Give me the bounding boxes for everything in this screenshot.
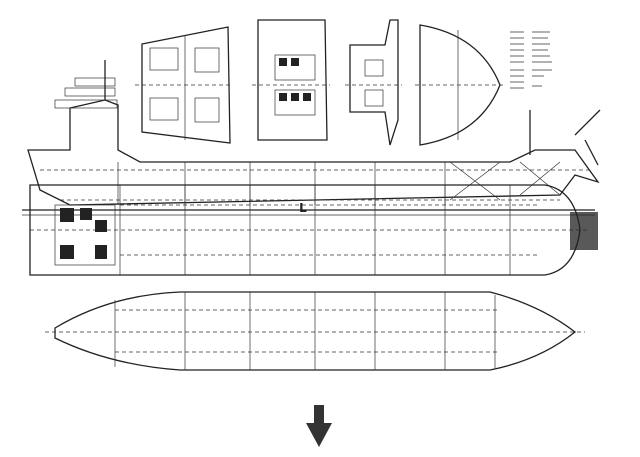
particulars-table: [510, 31, 552, 155]
length-mark: L: [299, 201, 307, 215]
arrow-down-icon: [306, 405, 332, 447]
bow-hatching: [570, 212, 598, 250]
deck-plan-boat: [252, 19, 330, 141]
double-bottom-plan: [45, 291, 585, 371]
main-deck-plan: [29, 184, 598, 276]
deck-plan-bridge: [345, 19, 402, 146]
frame-scale: L: [22, 201, 595, 216]
deck-plan-poop: [135, 26, 233, 144]
deck-plan-forecastle: [415, 24, 505, 146]
